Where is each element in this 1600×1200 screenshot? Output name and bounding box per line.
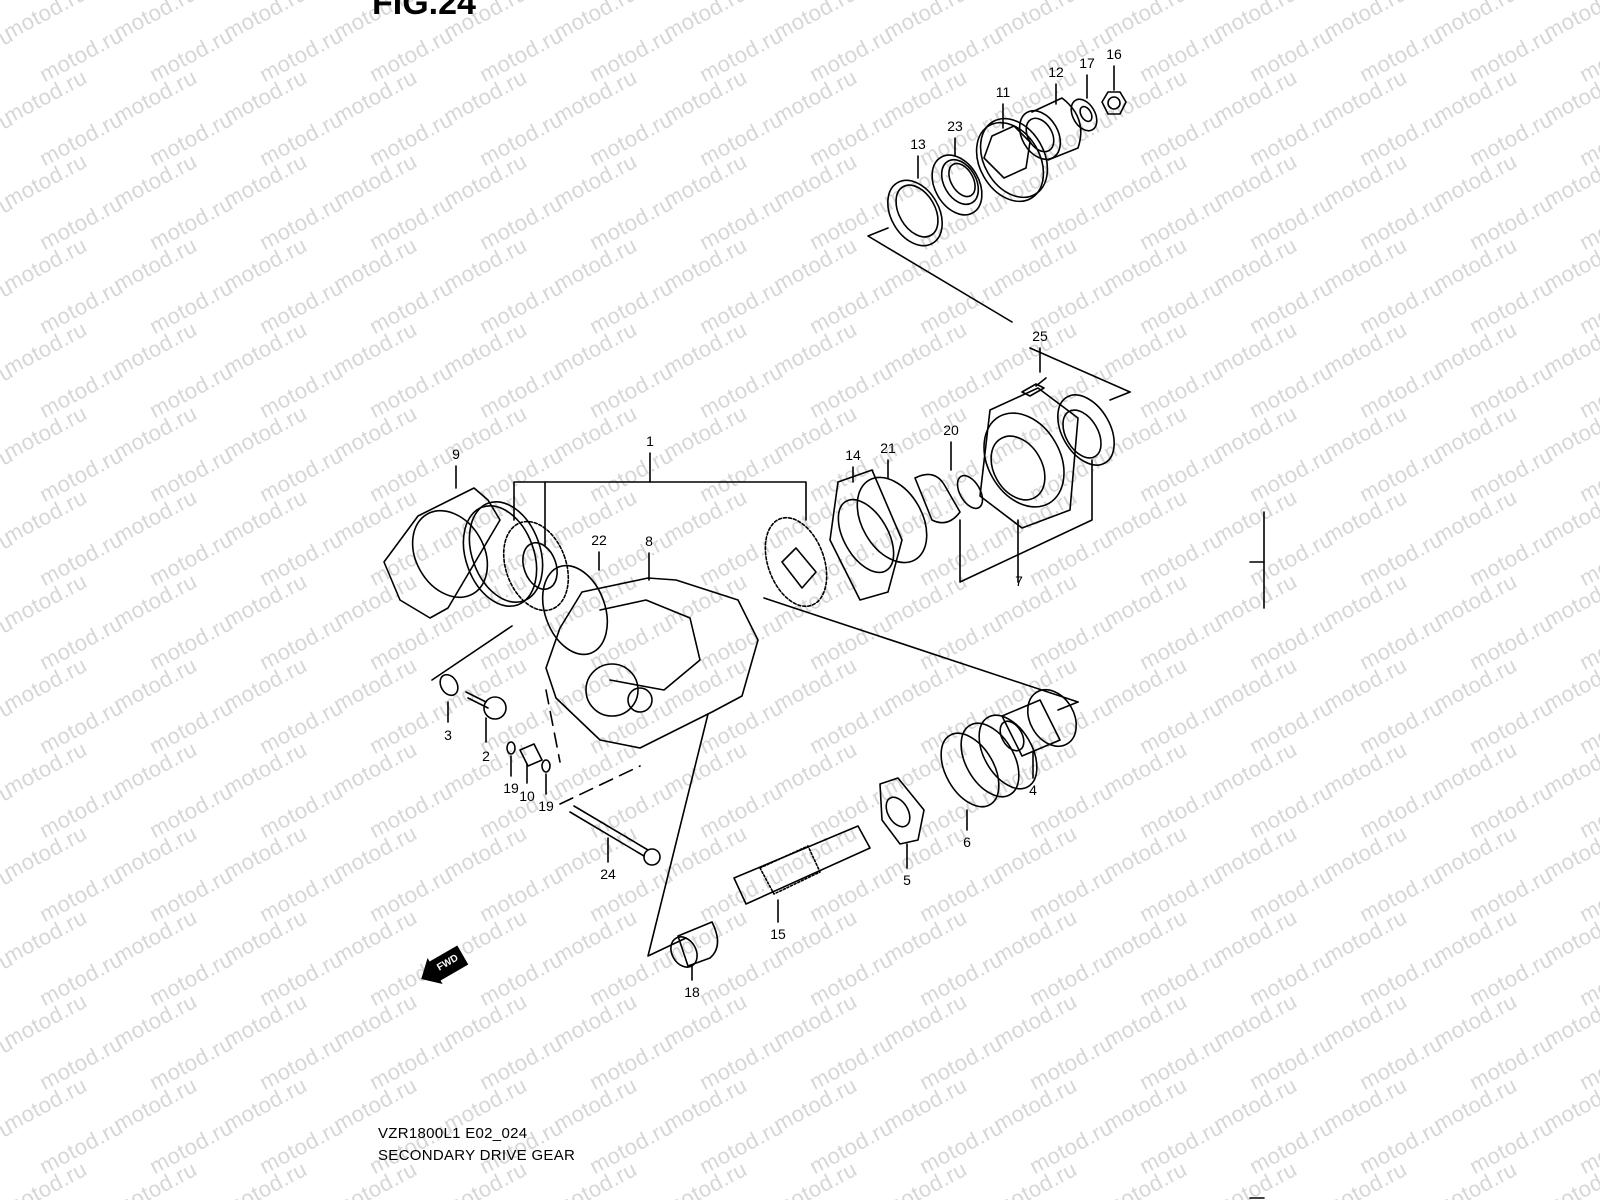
callout-1: 1 <box>646 433 654 449</box>
callout-7: 7 <box>1015 573 1023 589</box>
part-7-bearing-housing <box>959 387 1115 583</box>
callout-15: 15 <box>770 926 786 942</box>
part-4-sleeve <box>999 688 1078 779</box>
callout-23: 23 <box>947 118 963 134</box>
callout-2: 2 <box>482 748 490 764</box>
callout-20: 20 <box>943 422 959 438</box>
part-24-bolt <box>569 805 661 866</box>
part-3-washer <box>439 673 459 723</box>
callout-14: 14 <box>845 447 861 463</box>
part-19b-o-ring <box>541 759 551 795</box>
part-19a-o-ring <box>506 741 516 777</box>
callout-3: 3 <box>444 727 452 743</box>
part-25-bolt <box>1021 347 1047 397</box>
figure-name: SECONDARY DRIVE GEAR <box>378 1147 576 1164</box>
part-sleeve <box>914 473 961 524</box>
part-12-coupling <box>1018 83 1082 161</box>
part-gear-left <box>462 500 570 612</box>
callout-24: 24 <box>600 866 616 882</box>
callout-6: 6 <box>963 834 971 850</box>
part-18-bearing <box>670 921 719 981</box>
callout-12: 12 <box>1048 64 1064 80</box>
part-10-dowel <box>519 743 543 784</box>
callout-4: 4 <box>1029 782 1037 798</box>
figure-title: FIG.24 <box>372 0 476 22</box>
part-8-gear-case <box>545 552 759 749</box>
part-6-spring <box>940 714 1038 831</box>
callout-19a: 19 <box>503 780 519 796</box>
part-16-nut <box>1101 65 1127 115</box>
callout-11: 11 <box>995 84 1011 100</box>
part-2-bolt <box>465 691 507 743</box>
part-23-bearing <box>931 137 983 216</box>
part-22-o-ring <box>541 551 609 656</box>
callout-25: 25 <box>1032 328 1048 344</box>
callout-17: 17 <box>1079 55 1095 71</box>
part-21-o-ring <box>856 459 928 564</box>
callout-19b: 19 <box>538 798 554 814</box>
part-14-shim <box>829 466 903 601</box>
callout-13: 13 <box>910 136 926 152</box>
callout-8: 8 <box>645 533 653 549</box>
callout-18: 18 <box>684 984 700 1000</box>
callout-21: 21 <box>880 440 896 456</box>
part-13-oil-seal <box>887 155 943 247</box>
callout-22: 22 <box>591 532 607 548</box>
part-5-cam-dog <box>879 777 925 869</box>
part-17-washer <box>1070 74 1098 132</box>
callout-5: 5 <box>903 872 911 888</box>
part-9-gasket <box>383 465 501 619</box>
part-20-o-ring <box>950 441 984 510</box>
model-code: VZR1800L1 E02_024 <box>378 1125 528 1142</box>
part-gear-right <box>763 516 1079 711</box>
part-15-shaft <box>733 825 871 923</box>
callout-10: 10 <box>519 788 535 804</box>
callout-9: 9 <box>452 446 460 462</box>
callout-16: 16 <box>1106 46 1122 62</box>
